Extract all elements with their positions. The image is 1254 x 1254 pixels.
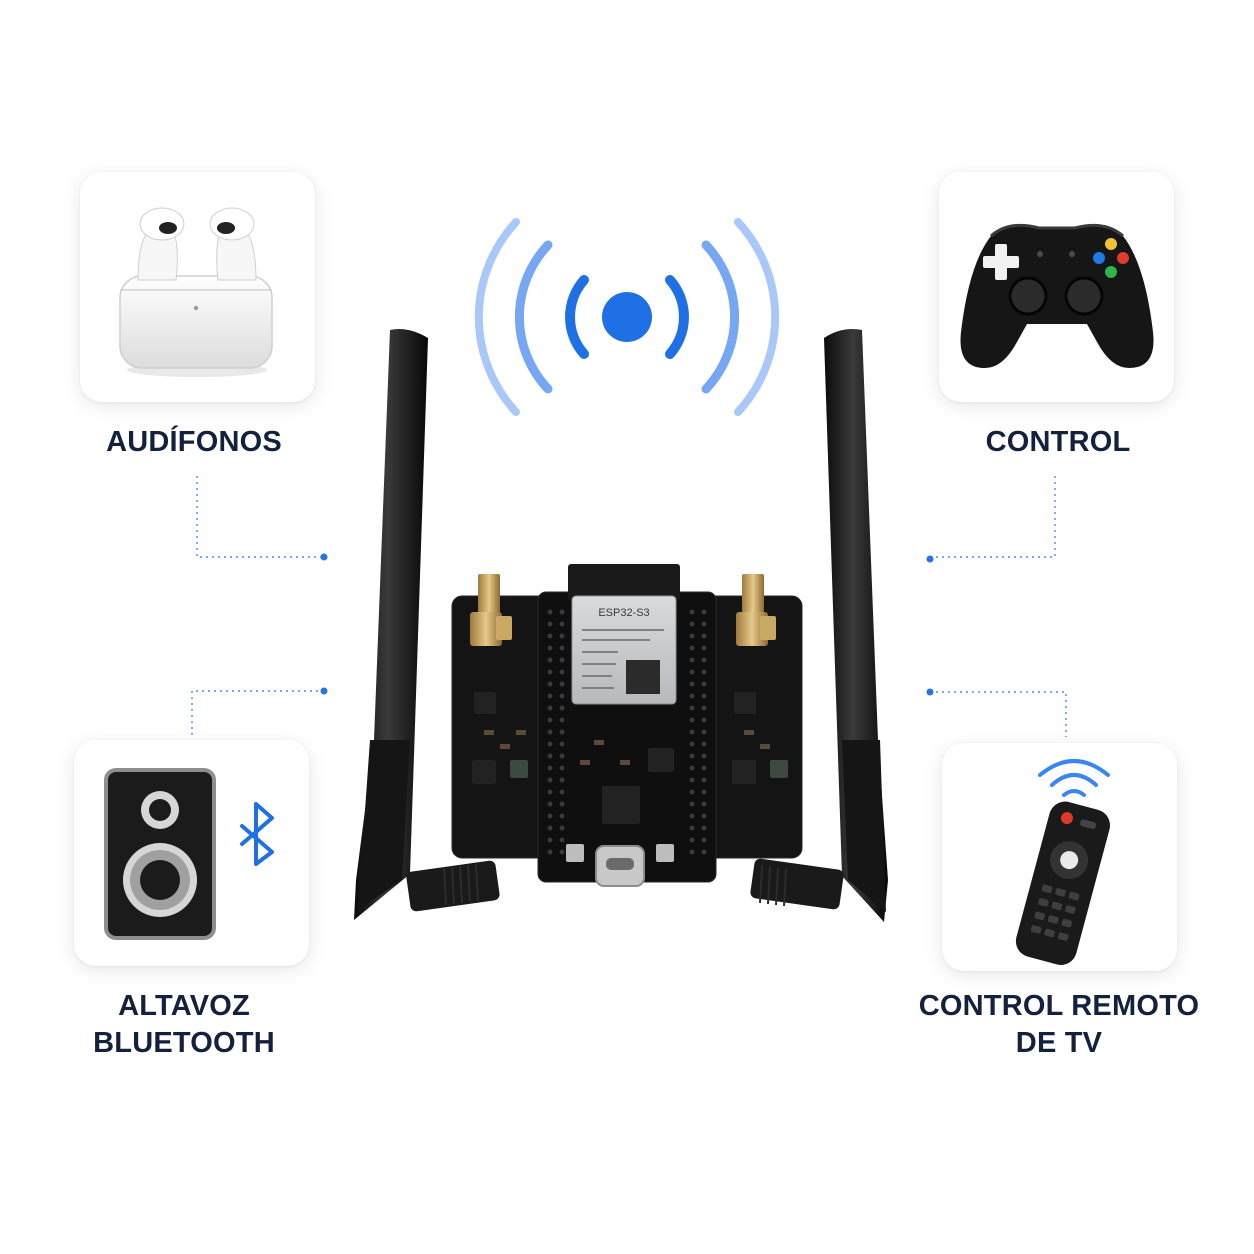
gamepad-label: CONTROL [985,426,1131,458]
speaker-label: ALTAVOZ BLUETOOTH [93,990,275,1059]
right-header-pins [689,609,707,855]
remote-signal-icon [1038,759,1110,797]
signal-center-dot [602,292,652,342]
connector-speaker [191,690,324,735]
connector-dot [926,688,934,696]
pcb-antenna-area [568,564,680,600]
reset-button [656,844,674,862]
module-label: ESP32-S3 [598,607,649,619]
earbuds-label: AUDÍFONOS [106,426,282,458]
left-sma-connector [470,574,512,646]
signal-wave-right-3 [734,218,780,416]
boot-button [566,844,584,862]
connector-dot [320,687,328,695]
bluetooth-icon [240,802,274,866]
earbuds-case-icon [119,207,273,377]
signal-wave-left-2 [515,240,553,394]
signal-wave-left-3 [474,218,520,416]
module-qr-code [626,660,660,694]
wireless-signal-icon [474,218,780,416]
connector-dot [320,553,328,561]
speaker-card[interactable] [74,740,309,966]
left-header-pins [547,609,565,855]
remote-label: CONTROL REMOTO DE TV [918,990,1200,1059]
signal-wave-right-2 [701,240,739,394]
right-antenna [750,329,888,922]
main-chip [602,786,640,824]
earbuds-card[interactable] [80,172,315,402]
bluetooth-speaker-icon [104,768,274,940]
gamepad-icon [960,223,1154,368]
left-antenna [354,329,500,920]
gamepad-card[interactable] [939,172,1174,402]
remote-card[interactable] [942,743,1177,971]
signal-wave-right-1 [665,275,689,359]
right-sma-connector [736,574,776,646]
tv-remote-icon [1015,759,1111,965]
signal-wave-left-1 [565,275,589,359]
connector-dot [926,555,934,563]
